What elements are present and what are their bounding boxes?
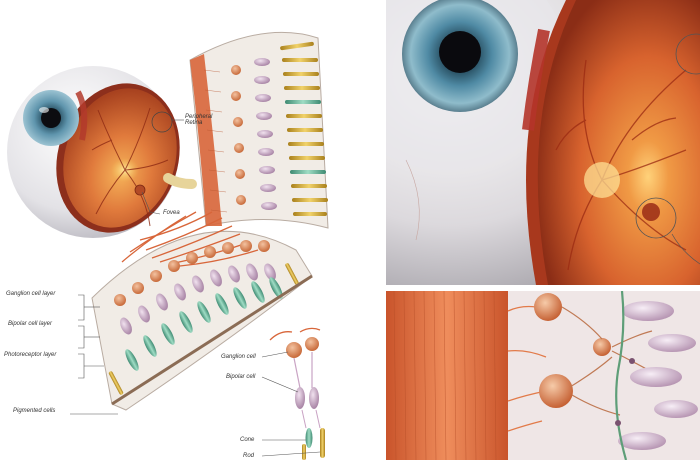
cell-detail-panel bbox=[386, 291, 700, 460]
fovea-marker bbox=[635, 197, 677, 239]
label-fovea: Fovea bbox=[163, 210, 180, 216]
cell-detail-svg bbox=[386, 291, 700, 460]
label-ganglion-cell: Ganglion cell bbox=[221, 354, 256, 360]
bipolar-cell-b bbox=[309, 387, 319, 409]
eyeball bbox=[7, 66, 197, 238]
label-photoreceptor-layer: Photoreceptor layer bbox=[4, 352, 57, 358]
fovea-spot bbox=[134, 184, 146, 196]
optic-nerve bbox=[163, 173, 197, 189]
rod-cell bbox=[320, 428, 325, 458]
bipolar-cell-a bbox=[295, 387, 305, 409]
cell-leader-lines bbox=[261, 351, 321, 457]
label-ganglion-cell-layer: Ganglion cell layer bbox=[6, 291, 56, 297]
upper-bipolar-row bbox=[254, 58, 277, 210]
ganglion-cell-b bbox=[305, 337, 319, 351]
pigmented-layer bbox=[111, 274, 313, 406]
cone-cell bbox=[305, 428, 313, 448]
label-peripheral-retina-line1: Peripheral bbox=[185, 114, 213, 120]
bipolar-cells-detail bbox=[618, 301, 698, 450]
nerve-fiber-layer bbox=[386, 291, 508, 460]
eye-closeup-svg bbox=[386, 0, 700, 285]
anatomy-diagram-svg bbox=[7, 31, 329, 460]
fovea-closeup bbox=[642, 203, 660, 221]
lower-photoreceptor-row bbox=[108, 263, 299, 395]
fovea-cross-section-wedge bbox=[91, 211, 313, 411]
optic-disc-closeup bbox=[584, 162, 620, 198]
ciliary-body-closeup bbox=[522, 28, 550, 131]
label-peripheral-retina: Peripheral Retina bbox=[185, 114, 212, 127]
lower-ganglion-row bbox=[114, 240, 270, 306]
ganglion-cells-detail bbox=[534, 293, 611, 408]
muller-fiber bbox=[615, 291, 628, 460]
label-bipolar-cell: Bipolar cell bbox=[226, 374, 256, 380]
label-rod: Rod bbox=[243, 453, 255, 459]
peripheral-marker bbox=[151, 111, 173, 133]
retina-surface bbox=[63, 88, 177, 228]
label-bipolar-cell-layer: Bipolar cell layer bbox=[8, 321, 53, 327]
retinal-vessels bbox=[91, 107, 169, 227]
label-pigmented-cells: Pigmented cells bbox=[13, 408, 56, 414]
pupil-closeup bbox=[439, 31, 481, 73]
lower-bipolar-row bbox=[120, 263, 276, 335]
ganglion-cell-a bbox=[286, 342, 302, 358]
isolated-cell-chain bbox=[269, 327, 325, 460]
peripheral-retina-wedge bbox=[189, 31, 329, 229]
periphery-marker bbox=[675, 33, 700, 75]
label-cone: Cone bbox=[240, 437, 255, 443]
eye-closeup-panel bbox=[386, 0, 700, 285]
anatomy-diagram-panel: Peripheral Retina Fovea Ganglion cell la… bbox=[4, 31, 329, 460]
upper-ganglion-row bbox=[231, 65, 246, 205]
ciliary-body bbox=[75, 90, 88, 141]
retina-closeup bbox=[537, 0, 700, 285]
layer-brackets bbox=[70, 294, 118, 415]
label-peripheral-retina-line2: Retina bbox=[185, 120, 203, 127]
pupil bbox=[41, 108, 61, 128]
upper-rod-row bbox=[280, 41, 328, 216]
